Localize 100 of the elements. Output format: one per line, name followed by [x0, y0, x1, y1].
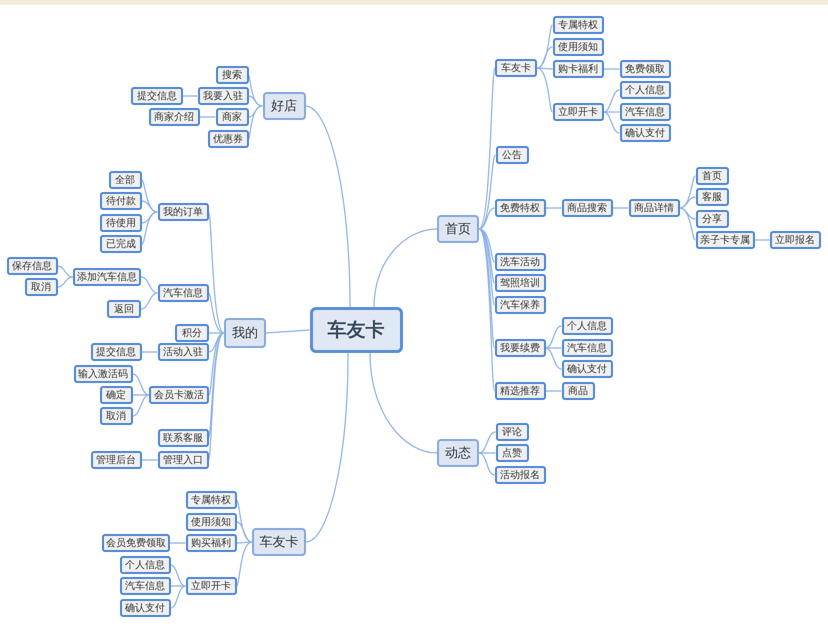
connector-line: [478, 68, 496, 230]
connector-line: [603, 111, 620, 134]
topic-box: 联系客服: [158, 429, 208, 447]
connector-line: [546, 390, 562, 392]
topic-box: 确认支付: [562, 360, 612, 378]
connector-line: [248, 95, 263, 107]
connector-line: [209, 332, 224, 334]
connector-line: [546, 207, 562, 209]
connector-line: [248, 105, 263, 140]
connector-line: [604, 111, 620, 113]
central-topic-box: 车友卡: [310, 307, 402, 353]
topic-box: 专属特权: [186, 491, 236, 509]
branch-box: 动态: [437, 439, 479, 467]
connector-line: [236, 521, 252, 543]
branch-box: 车友卡: [252, 528, 306, 556]
connector-line: [142, 211, 158, 244]
connector-line: [266, 329, 310, 334]
connector-line: [183, 95, 198, 97]
topic-box: 立即报名: [770, 231, 820, 249]
connector-line: [478, 228, 496, 392]
topic-box: 亲子卡专属: [696, 231, 754, 249]
topic-box: 购买福利: [186, 534, 236, 552]
connector-line: [536, 46, 553, 69]
topic-box: 汽车信息: [120, 577, 170, 595]
connector-line: [236, 541, 252, 586]
connector-line: [603, 89, 620, 113]
connector-line: [208, 212, 224, 334]
connector-line: [170, 542, 186, 544]
topic-box: 活动入驻: [158, 343, 208, 361]
topic-box: 全部: [108, 171, 142, 189]
connector-line: [478, 452, 495, 476]
topic-box: 公告: [496, 146, 528, 164]
connector-line: [612, 207, 628, 209]
connector-line: [132, 373, 150, 396]
branch-box: 好店: [262, 92, 306, 120]
topic-box: 免费领取: [620, 60, 670, 78]
topic-box: 个人信息: [120, 556, 170, 574]
topic-box: 积分: [175, 324, 209, 342]
connector-line: [478, 431, 496, 454]
connector-line: [141, 180, 158, 213]
topic-box: 确认支付: [620, 124, 670, 142]
topic-box: 管理后台: [90, 451, 142, 469]
topic-box: 管理入口: [158, 451, 208, 469]
topic-box: 商品搜索: [562, 199, 612, 217]
topic-box: 客服: [696, 188, 728, 206]
topic-box: 提交信息: [90, 343, 142, 361]
topic-box: 驾照培训: [494, 274, 546, 292]
topic-box: 优惠券: [208, 130, 248, 148]
connector-line: [604, 68, 620, 70]
connector-line: [208, 332, 224, 460]
topic-box: 取消: [100, 407, 132, 425]
connector-line: [479, 452, 496, 454]
connector-line: [248, 74, 263, 107]
topic-box: 我要续费: [494, 339, 546, 357]
connector-line: [142, 211, 158, 224]
topic-box: 已完成: [100, 235, 142, 253]
connector-line: [236, 541, 252, 544]
topic-box: 点赞: [496, 444, 528, 462]
connector-line: [679, 207, 696, 220]
topic-box: 个人信息: [562, 317, 612, 335]
connector-line: [306, 353, 349, 543]
topic-box: 汽车信息: [562, 339, 612, 357]
connector-line: [545, 325, 562, 349]
connector-line: [208, 292, 224, 334]
connector-line: [140, 292, 158, 310]
topic-box: 立即开卡: [552, 103, 604, 121]
topic-box: 保存信息: [6, 257, 58, 275]
topic-box: 专属特权: [552, 16, 604, 34]
topic-box: 首页: [696, 167, 728, 185]
connector-line: [369, 352, 438, 454]
topic-box: 取消: [24, 278, 58, 296]
topic-box: 商家介绍: [148, 108, 200, 126]
connector-line: [754, 239, 770, 241]
connector-line: [200, 116, 216, 118]
connector-line: [546, 347, 562, 349]
connector-line: [373, 228, 438, 308]
connector-line: [208, 332, 224, 438]
topic-box: 汽车信息: [158, 284, 208, 302]
connector-line: [545, 347, 562, 370]
topic-box: 会员卡激活: [149, 386, 209, 404]
topic-box: 搜索: [216, 66, 248, 84]
connector-line: [132, 394, 150, 417]
connector-line: [305, 105, 351, 307]
connector-line: [140, 276, 158, 294]
connector-line: [170, 585, 186, 587]
connector-line: [142, 200, 158, 213]
topic-box: 洗车活动: [494, 253, 546, 271]
connector-line: [537, 67, 552, 70]
topic-box: 确认支付: [120, 599, 170, 617]
topic-box: 商家: [216, 108, 248, 126]
connector-line: [57, 276, 74, 288]
topic-box: 购卡福利: [552, 60, 604, 78]
topic-box: 我要入驻: [198, 87, 248, 105]
connector-line: [478, 154, 496, 230]
branch-box: 首页: [437, 215, 479, 243]
topic-box: 精选推荐: [494, 382, 546, 400]
connector-line: [536, 67, 553, 112]
topic-box: 汽车信息: [620, 103, 670, 121]
topic-box: 返回: [107, 300, 141, 318]
connector-line: [478, 228, 495, 262]
